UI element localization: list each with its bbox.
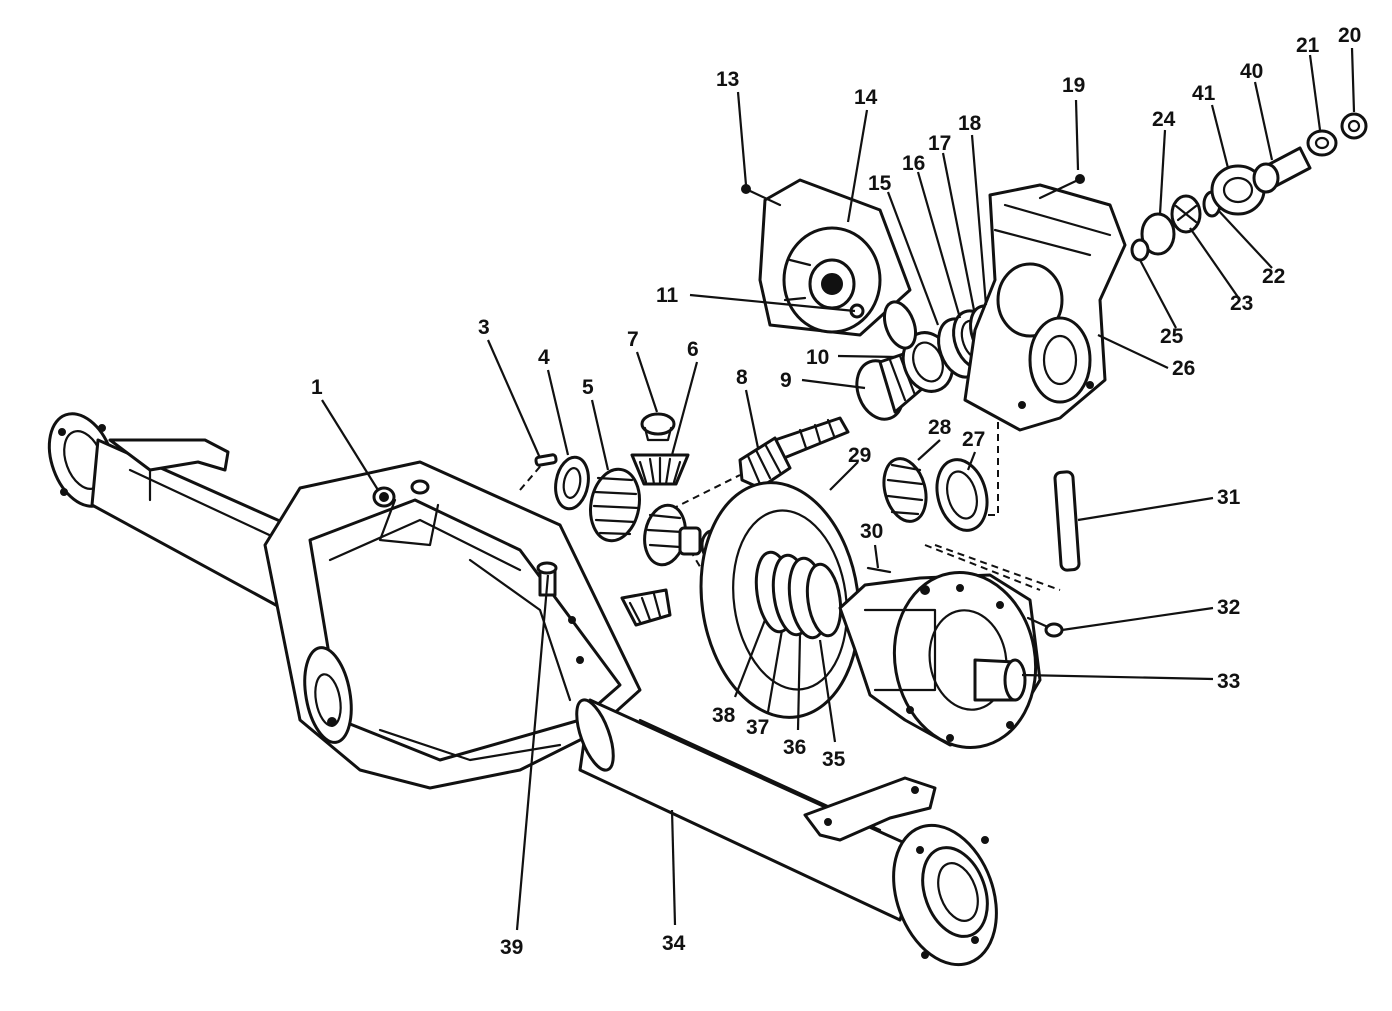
callout-13: 13 [716,68,739,91]
callout-34: 34 [662,932,686,955]
callout-41: 41 [1192,82,1216,105]
callout-40: 40 [1240,60,1263,83]
callout-22: 22 [1262,265,1285,288]
callout-29: 29 [848,444,871,467]
callout-16: 16 [902,152,925,175]
callout-31: 31 [1217,486,1241,509]
callout-9: 9 [780,369,792,392]
differential-parts [534,412,724,627]
callout-8: 8 [736,366,748,389]
callout-20: 20 [1338,24,1361,47]
axle-housing [47,412,998,967]
callout-18: 18 [958,112,982,135]
callout-4: 4 [538,346,550,369]
callout-39: 39 [500,936,523,959]
callout-36: 36 [783,736,806,759]
callout-14: 14 [854,86,878,109]
callout-38: 38 [712,704,736,727]
callout-15: 15 [868,172,892,195]
callout-32: 32 [1217,596,1240,619]
callout-6: 6 [687,338,699,361]
callout-5: 5 [582,376,594,399]
callout-17: 17 [928,132,951,155]
pinion-assembly [699,112,1368,750]
callout-3: 3 [478,316,490,339]
callout-24: 24 [1152,108,1176,131]
callout-30: 30 [860,520,883,543]
callout-28: 28 [928,416,952,439]
callout-33: 33 [1217,670,1240,693]
callout-19: 19 [1062,74,1085,97]
callout-27: 27 [962,428,985,451]
callout-10: 10 [806,346,829,369]
callout-21: 21 [1296,34,1320,57]
callout-37: 37 [746,716,769,739]
callout-23: 23 [1230,292,1253,315]
callout-11: 11 [656,284,679,307]
callout-7: 7 [627,328,639,351]
callout-labels: 1 3 4 5 6 7 8 9 10 11 13 14 15 16 17 18 … [311,24,1361,959]
callout-1: 1 [311,376,323,399]
callout-35: 35 [822,748,846,771]
callout-25: 25 [1160,325,1184,348]
callout-26: 26 [1172,357,1195,380]
leader-lines [321,47,1356,931]
